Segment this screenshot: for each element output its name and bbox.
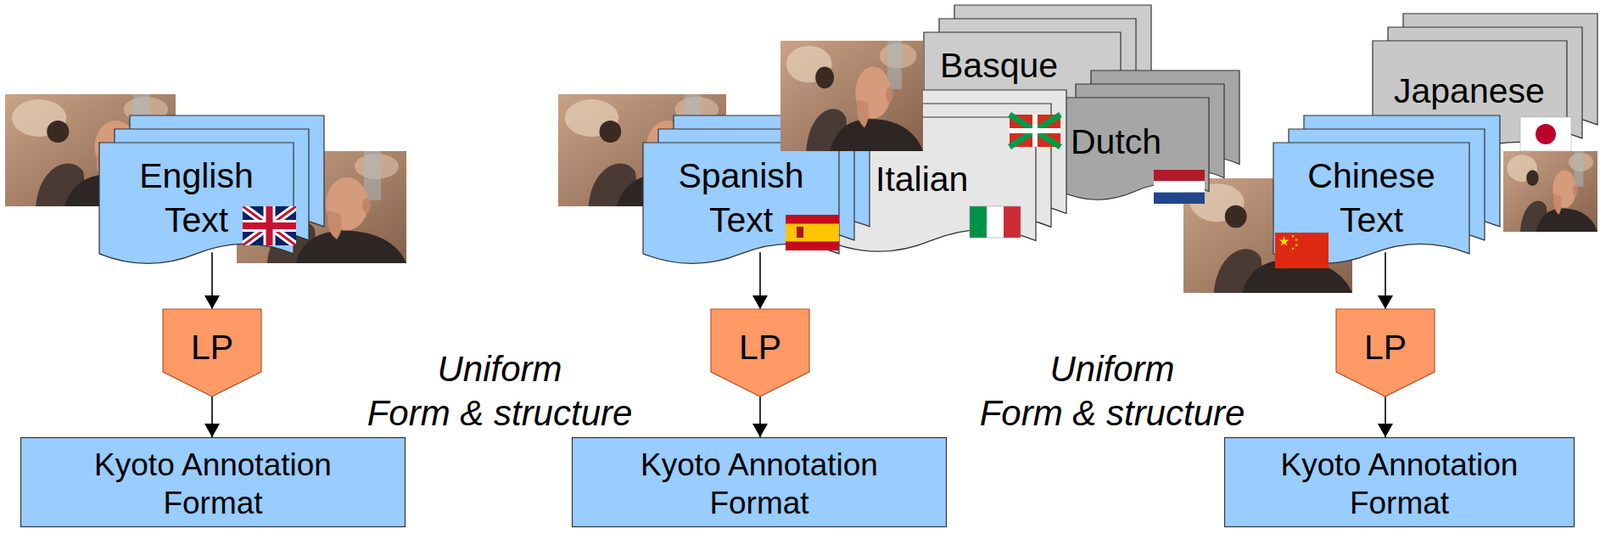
flow-arrow [1384,396,1387,437]
document-page [99,142,294,263]
box-outline [572,437,947,527]
node-text: LP [738,325,782,369]
box-outline [1225,437,1575,527]
spacer [363,346,433,392]
format-box: Kyoto Annotation Format [20,436,406,527]
spacer [976,346,1046,392]
basque-flag [1009,114,1061,147]
node-text: Kyoto Annotation Format [1272,445,1528,522]
label-wrapper: Uniform Form & structure [363,346,637,436]
photo [1503,151,1598,232]
document-page [1060,97,1209,200]
note-label: Uniform Form & structure [976,346,1249,436]
text-area: Kyoto Annotation Format [1224,436,1575,522]
process-pentagon: LP [1336,308,1435,397]
text-area: Dutch [1060,97,1209,163]
text-area: English Text [99,142,294,242]
label-wrapper: Uniform Form & structure [976,346,1249,436]
document-shape: Chinese Text [1273,142,1470,274]
node-text: Kyoto Annotation Format [632,445,887,522]
note-label: Uniform Form & structure [363,346,637,436]
photo [780,40,924,152]
format-box: Kyoto Annotation Format [1224,436,1575,527]
flow-arrow [759,251,761,309]
flow-arrow [211,251,213,309]
text-area: Japanese [1372,40,1567,112]
node-text: Basque [939,45,1058,86]
box-outline [21,437,406,527]
netherlands-flag [1153,169,1205,204]
node-text: Dutch [1070,122,1162,163]
text-area: Italian [826,117,1036,200]
document-shape: English Text [99,142,294,274]
document-shape: Dutch [1060,97,1209,208]
text-area: LP [1336,308,1435,369]
text-area: Spanish Text [643,142,840,242]
node-text: LP [1364,325,1407,369]
document-page [1273,142,1470,263]
document-page [643,142,840,263]
text-area: Chinese Text [1273,142,1470,242]
text-area: Basque [923,32,1121,86]
node-text: Chinese Text [1307,153,1435,242]
japan-flag [1520,117,1572,152]
node-text: Kyoto Annotation Format [85,445,341,522]
spacer [567,346,637,392]
text-area: Kyoto Annotation Format [20,436,406,522]
process-pentagon: LP [710,308,810,397]
italy-flag [969,206,1021,238]
node-text: Japanese [1393,71,1545,112]
text-area: Kyoto Annotation Format [571,436,947,522]
format-box: Kyoto Annotation Format [571,436,947,527]
spacer [1180,346,1249,392]
process-pentagon: LP [162,308,262,397]
spain-flag [785,214,840,251]
text-area: LP [162,308,262,369]
document-shape: Spanish Text [643,142,840,274]
uk-flag [242,206,297,246]
flow-arrow [759,396,761,437]
node-text: LP [190,325,234,369]
pentagon-outline [162,308,262,397]
pentagon-outline [1336,308,1435,397]
text-area: LP [710,308,810,369]
flow-arrow [1384,251,1387,309]
pentagon-outline [710,308,810,397]
flow-arrow [211,396,213,437]
node-text: English Text [139,153,253,242]
document-shape: Italian [826,117,1036,263]
china-flag [1275,232,1329,269]
node-text: Spanish Text [677,153,804,242]
node-text: Italian [875,159,968,200]
